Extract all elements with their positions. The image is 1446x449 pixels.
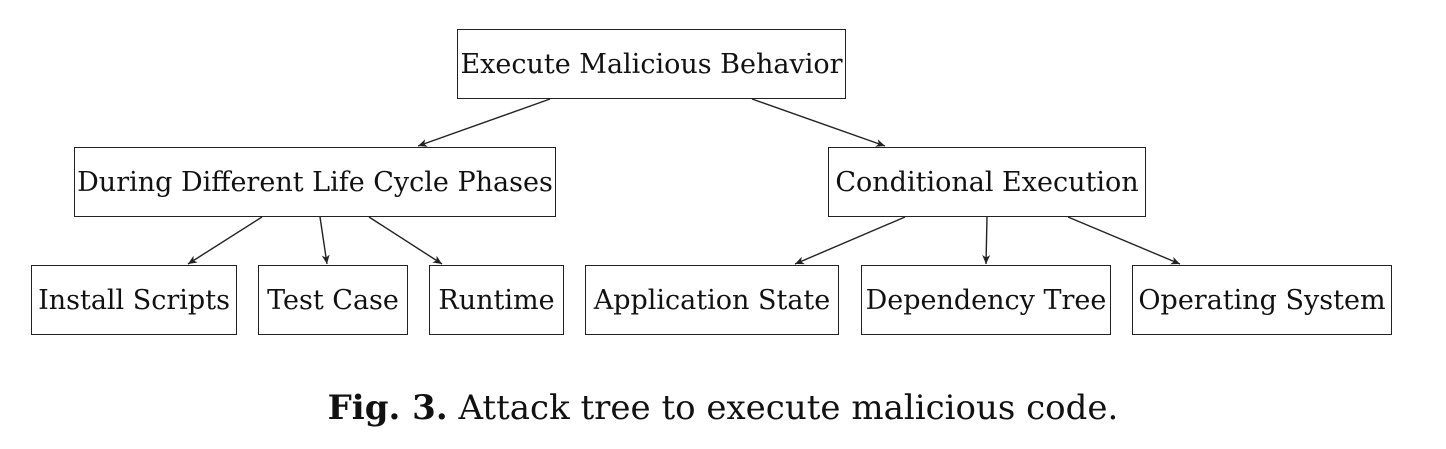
edge-conditional-to-application-state — [794, 216, 906, 265]
node-dependency-tree: Dependency Tree — [861, 265, 1111, 335]
node-install-scripts: Install Scripts — [31, 265, 237, 335]
node-test-case: Test Case — [258, 265, 408, 335]
figure-label: Fig. 3. — [327, 388, 448, 428]
attack-tree-diagram: Execute Malicious Behavior During Differ… — [31, 29, 1392, 335]
figure-caption-text: Attack tree to execute malicious code. — [458, 388, 1119, 428]
edge-conditional-to-operating-system — [1067, 216, 1181, 265]
edge-phases-to-test-case — [319, 216, 330, 265]
edge-root-to-conditional — [751, 98, 886, 147]
edge-conditional-to-dependency-tree — [982, 216, 991, 265]
figure-caption: Fig. 3. Attack tree to execute malicious… — [0, 388, 1446, 428]
edge-phases-to-runtime — [368, 216, 443, 265]
edge-phases-to-install-scripts — [187, 216, 263, 265]
node-conditional-execution: Conditional Execution — [828, 147, 1146, 217]
node-runtime: Runtime — [429, 265, 564, 335]
node-during-different-life-cycle-phases: During Different Life Cycle Phases — [74, 147, 556, 217]
tree-edges — [187, 98, 1181, 265]
node-application-state: Application State — [585, 265, 839, 335]
edge-root-to-phases — [417, 98, 551, 147]
node-operating-system: Operating System — [1132, 265, 1392, 335]
node-execute-malicious-behavior: Execute Malicious Behavior — [457, 29, 846, 99]
